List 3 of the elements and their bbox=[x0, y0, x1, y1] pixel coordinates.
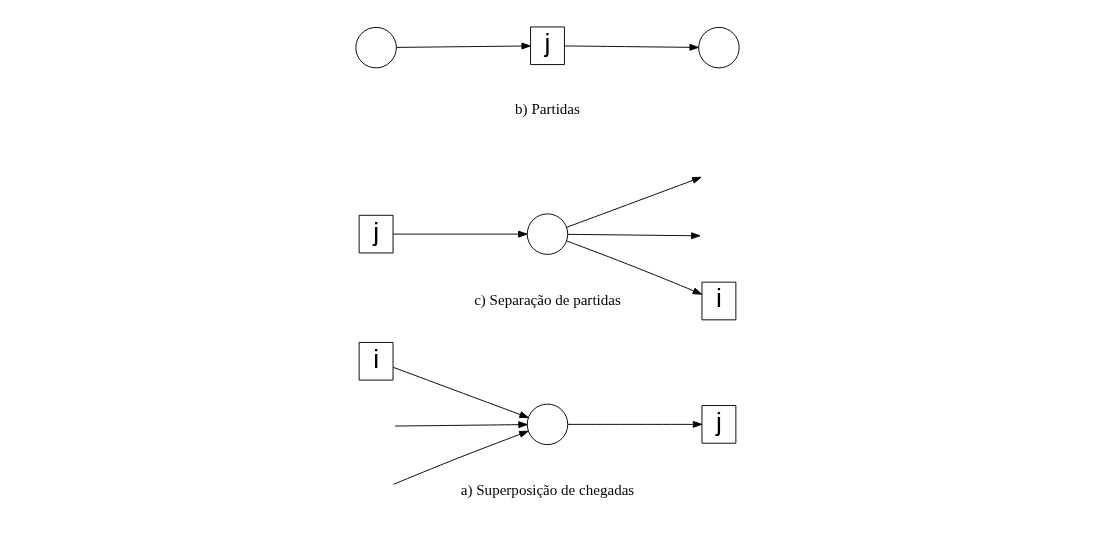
label: a) Superposição de chegadas bbox=[460, 481, 634, 498]
label: b) Partidas bbox=[514, 101, 580, 118]
label: c) Separação de partidas bbox=[473, 291, 621, 308]
